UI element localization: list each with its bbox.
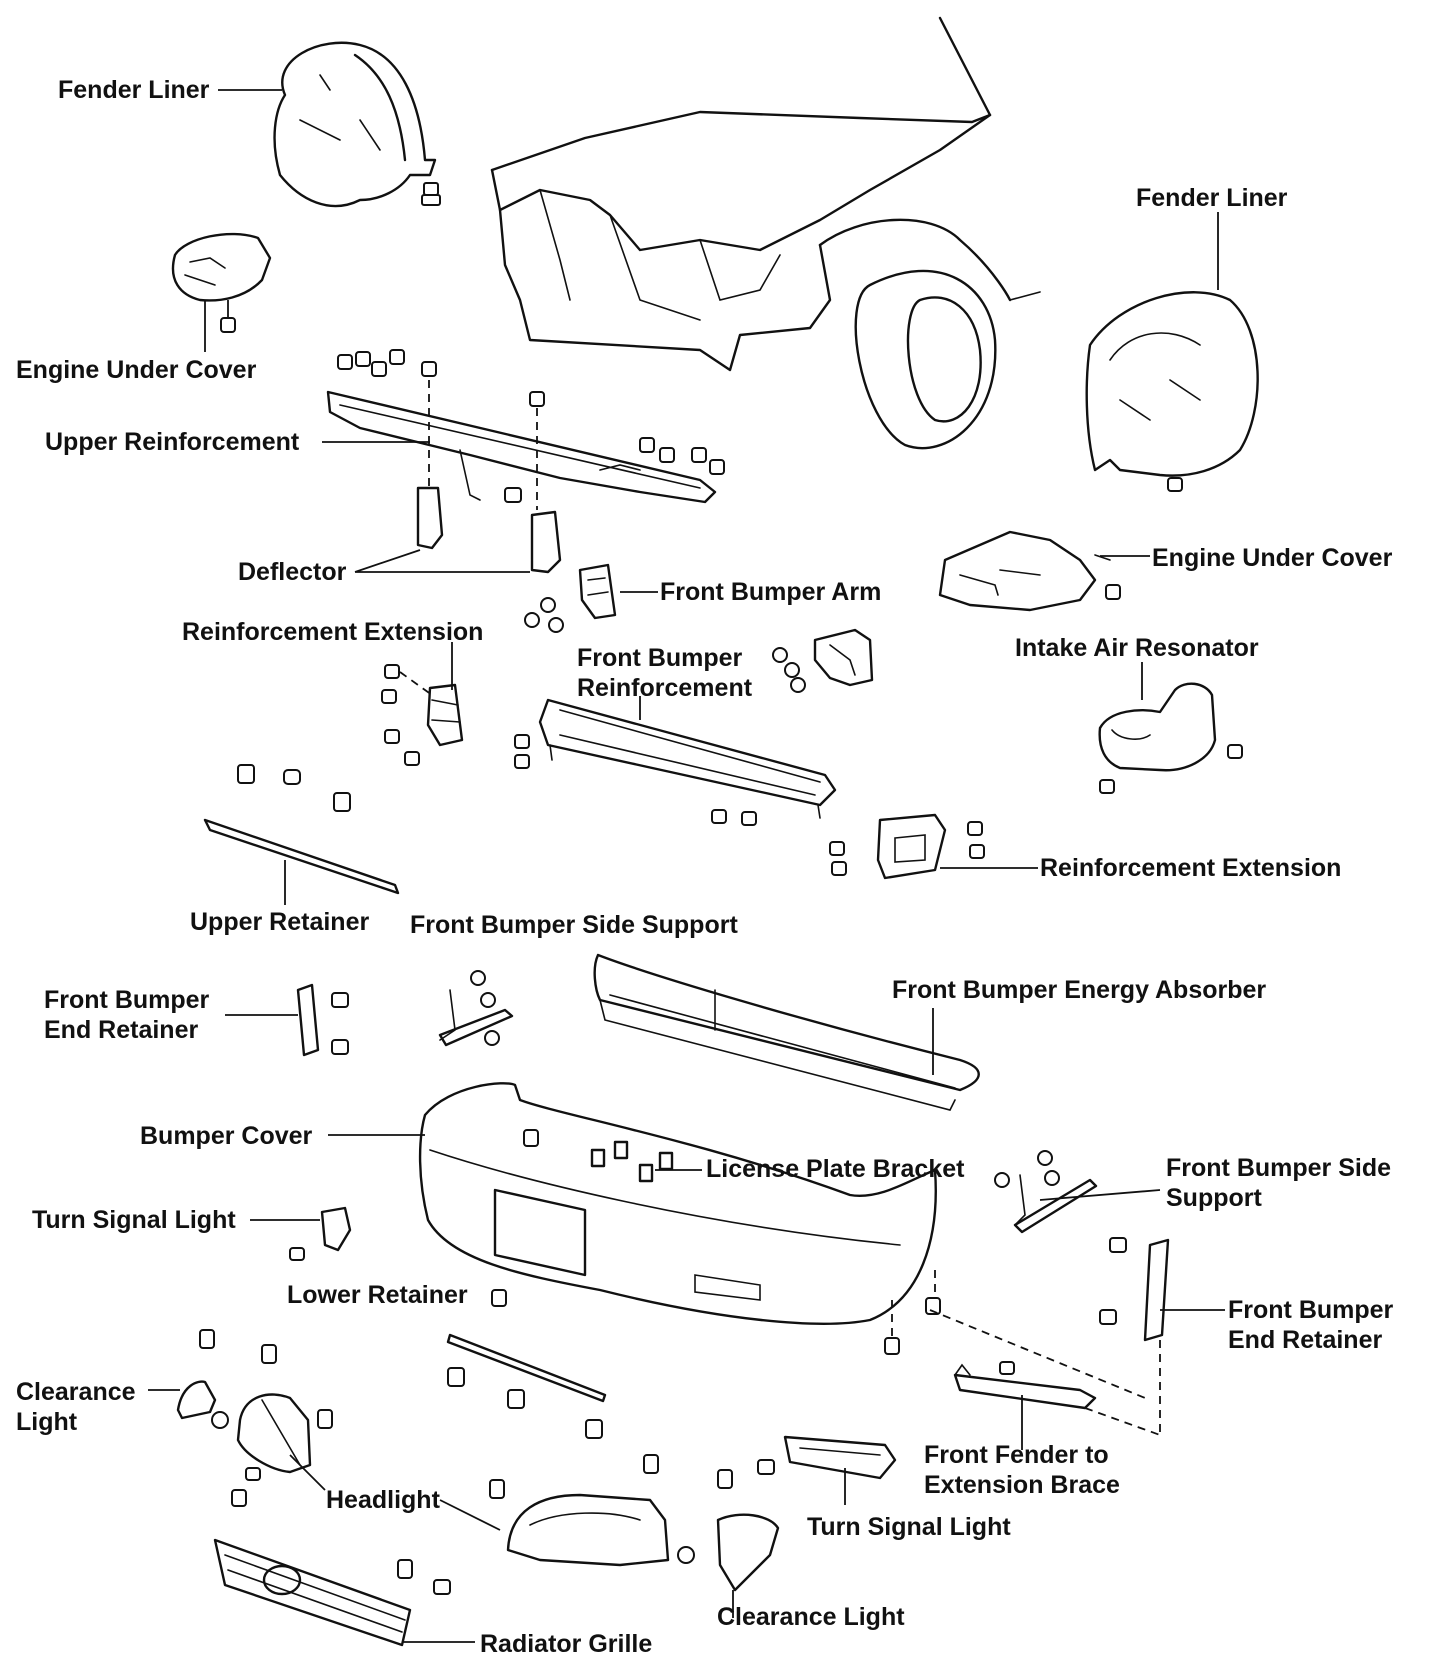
label-license-plate-bracket: License Plate Bracket (706, 1155, 965, 1183)
label-front-bumper-end-retainer-right-1: Front Bumper (1228, 1296, 1394, 1324)
deflector-parts (416, 486, 562, 574)
label-fender-liner-right: Fender Liner (1136, 184, 1288, 212)
label-clearance-light-left-1: Clearance (16, 1378, 136, 1406)
label-reinforcement-extension-right: Reinforcement Extension (1040, 854, 1341, 882)
label-headlight: Headlight (326, 1486, 441, 1514)
label-front-bumper-reinforcement-1: Front Bumper (577, 644, 743, 672)
label-upper-retainer: Upper Retainer (190, 908, 369, 936)
label-front-bumper-reinforcement-2: Reinforcement (577, 674, 753, 702)
turn-signal-light-left-part (289, 1206, 352, 1261)
clearance-light-left-part (176, 1329, 217, 1420)
intake-air-resonator-part (1098, 682, 1243, 794)
label-bumper-cover: Bumper Cover (140, 1122, 313, 1150)
fender-liner-right-part (1085, 291, 1259, 492)
leader-lines (148, 89, 1225, 1643)
label-intake-air-resonator: Intake Air Resonator (1015, 634, 1259, 662)
radiator-grille-part (213, 1538, 413, 1647)
license-plate-bracket-part (590, 1140, 674, 1183)
label-clearance-light-left-2: Light (16, 1408, 78, 1436)
label-deflector: Deflector (238, 558, 347, 586)
front-bumper-end-retainer-right-part (1099, 1237, 1170, 1342)
front-bumper-side-support-right-part (994, 1150, 1098, 1234)
vehicle-body (490, 16, 1041, 450)
bumper-cover-part (418, 1082, 941, 1355)
fender-liner-left-part (273, 41, 441, 208)
reinforcement-extension-left-part (381, 664, 464, 766)
label-front-bumper-end-retainer-left-2: End Retainer (44, 1016, 198, 1044)
label-upper-reinforcement: Upper Reinforcement (45, 428, 300, 456)
label-reinforcement-extension-left: Reinforcement Extension (182, 618, 483, 646)
label-engine-under-cover-right: Engine Under Cover (1152, 544, 1393, 572)
label-turn-signal-light-right: Turn Signal Light (807, 1513, 1011, 1541)
part-labels: Fender Liner Fender Liner Engine Under C… (16, 76, 1394, 1658)
label-front-bumper-side-support-right-2: Support (1166, 1184, 1262, 1212)
headlight-center-part (433, 1454, 695, 1595)
label-engine-under-cover-left: Engine Under Cover (16, 356, 257, 384)
front-bumper-arm-left-part (524, 563, 617, 633)
upper-retainer-part (203, 764, 400, 895)
engine-under-cover-left-part (171, 232, 272, 333)
label-lower-retainer: Lower Retainer (287, 1281, 468, 1309)
label-clearance-light-right: Clearance Light (717, 1603, 905, 1631)
front-fender-brace-part (929, 1309, 1161, 1436)
label-front-bumper-end-retainer-right-2: End Retainer (1228, 1326, 1382, 1354)
upper-reinforcement-part (326, 349, 725, 510)
front-bumper-reinforcement-part (514, 698, 837, 826)
reinforcement-extension-right-part (829, 813, 985, 880)
label-front-fender-brace-2: Extension Brace (924, 1471, 1120, 1499)
headlight-left-part (211, 1344, 333, 1507)
label-turn-signal-light-left: Turn Signal Light (32, 1206, 236, 1234)
lower-retainer-part (446, 1333, 607, 1439)
label-front-bumper-side-support-top: Front Bumper Side Support (410, 911, 738, 939)
clearance-light-right-part (716, 1469, 780, 1592)
front-bumper-energy-absorber-part (593, 953, 980, 1111)
front-bumper-arm-right-part (772, 628, 874, 693)
front-bumper-side-support-top-part (438, 970, 514, 1047)
engine-under-cover-right-part (938, 530, 1121, 612)
label-front-bumper-end-retainer-left-1: Front Bumper (44, 986, 210, 1014)
turn-signal-light-right-part (757, 1435, 897, 1480)
label-front-bumper-arm: Front Bumper Arm (660, 578, 881, 606)
label-fender-liner-left: Fender Liner (58, 76, 210, 104)
label-radiator-grille: Radiator Grille (480, 1630, 652, 1658)
label-front-bumper-side-support-right-1: Front Bumper Side (1166, 1154, 1391, 1182)
front-bumper-end-retainer-left-part (296, 983, 349, 1057)
label-front-bumper-energy-absorber: Front Bumper Energy Absorber (892, 976, 1266, 1004)
label-front-fender-brace-1: Front Fender to (924, 1441, 1109, 1469)
